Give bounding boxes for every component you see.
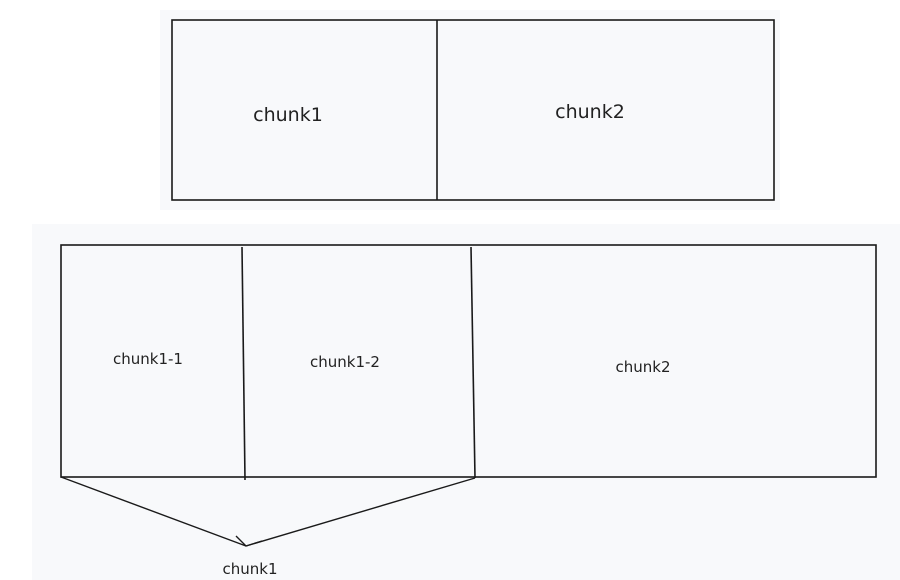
top-panel-background [160, 10, 780, 210]
merged-chunk1-label: chunk1 [223, 560, 278, 578]
top-chunk2-label: chunk2 [555, 101, 625, 123]
merge-arrowhead [235, 535, 263, 547]
chunk1-2-divider [470, 246, 476, 479]
bottom-chunk1-2-label: chunk1-2 [310, 353, 380, 371]
merge-line-right [245, 477, 476, 547]
bottom-chunk1-1-label: chunk1-1 [113, 350, 183, 368]
top-file-outline [171, 19, 775, 201]
bottom-panel-background [32, 224, 900, 580]
top-diagram: chunk1 chunk2 [160, 10, 780, 210]
top-chunk1-label: chunk1 [253, 104, 323, 126]
chunk1-1-divider [241, 246, 246, 481]
bottom-diagram: chunk1-1 chunk1-2 chunk2 chunk1 [32, 224, 900, 580]
bottom-chunk2-label: chunk2 [616, 358, 671, 376]
merge-line-left [60, 476, 247, 547]
bottom-file-outline [60, 244, 877, 478]
